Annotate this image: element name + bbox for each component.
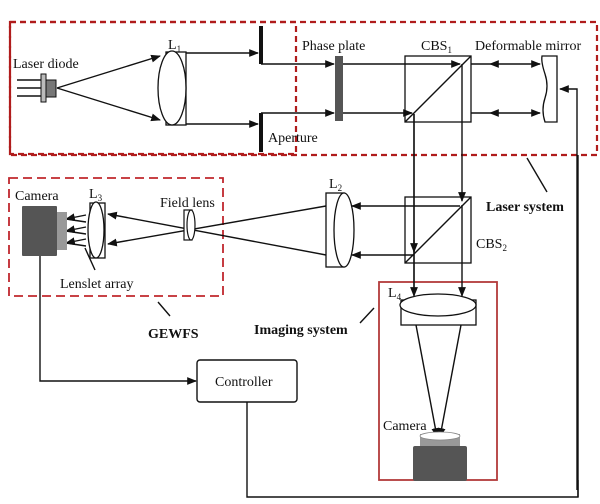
lens-l1-icon (157, 50, 187, 126)
lens-l1-label: L1 (168, 38, 181, 54)
deformable-mirror-label: Deformable mirror (475, 39, 581, 54)
wfs-camera-label: Camera (15, 189, 59, 204)
aperture-label: Aperture (268, 131, 318, 146)
cbs1-icon (404, 55, 472, 123)
gewfs-label: GEWFS (148, 327, 199, 342)
lens-l3-icon (87, 201, 106, 259)
lens-l2-label: L2 (329, 177, 342, 193)
lens-l4-icon (399, 293, 477, 326)
wfs-camera-icon (22, 206, 67, 256)
lenslet-array-label: Lenslet array (60, 277, 133, 292)
field-lens-icon (183, 209, 196, 241)
laser-diode-label: Laser diode (13, 57, 79, 72)
laser-system-frame-path (8, 20, 599, 157)
controller-label: Controller (215, 375, 273, 390)
imaging-camera-label: Camera (383, 419, 427, 434)
lens-l3-label: L3 (89, 187, 103, 203)
phase-plate-icon (335, 56, 343, 121)
phase-plate-label: Phase plate (302, 39, 365, 54)
laser-system-label: Laser system (486, 200, 564, 215)
cbs2-label: CBS2 (476, 237, 507, 253)
lens-l2-icon (325, 192, 355, 268)
deformable-mirror-icon (541, 55, 558, 123)
aperture-icon (259, 26, 300, 152)
cbs1-label: CBS1 (421, 39, 452, 55)
imaging-system-label: Imaging system (254, 323, 348, 338)
field-lens-label: Field lens (160, 196, 215, 211)
laser-diode-icon (17, 73, 57, 103)
imaging-camera-icon (413, 431, 467, 481)
gewfs-frame (8, 177, 224, 297)
cbs2-icon (404, 196, 472, 264)
lenslet-array-icon (65, 213, 96, 271)
lens-l4-label: L4 (388, 286, 402, 302)
